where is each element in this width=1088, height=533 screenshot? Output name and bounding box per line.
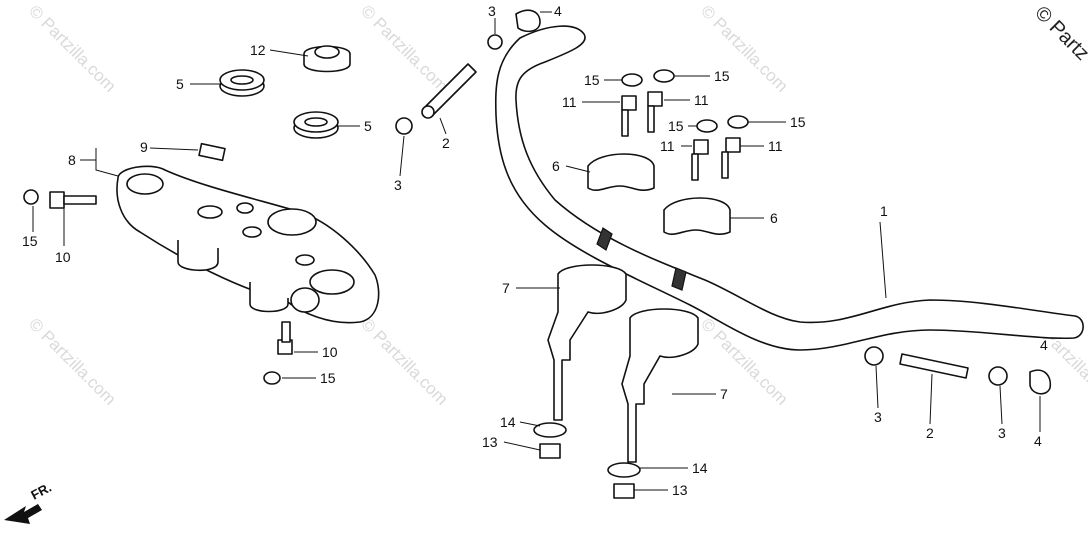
callout-1: 1 — [880, 203, 888, 219]
callout-15: 15 — [584, 72, 600, 88]
handlebar — [494, 25, 1084, 351]
callout-15: 15 — [320, 370, 336, 386]
callout-7: 7 — [502, 280, 510, 296]
callout-6: 6 — [770, 210, 778, 226]
callout-4: 4 — [1040, 337, 1048, 353]
direction-label: FR. — [28, 480, 54, 503]
lower-holder-rear — [547, 264, 627, 421]
identification-plate — [198, 142, 226, 162]
holder-bolts — [621, 69, 749, 181]
watermark: © Partzilla.com — [357, 314, 451, 408]
callout-11: 11 — [562, 94, 577, 110]
callout-5: 5 — [176, 76, 184, 92]
callout-15: 15 — [22, 233, 38, 249]
front-direction-indicator: FR. — [4, 480, 54, 524]
callout-9: 9 — [140, 139, 148, 155]
bolt-left — [23, 189, 97, 209]
watermark: © Partzilla.com — [697, 1, 791, 95]
callout-13: 13 — [672, 482, 688, 498]
callout-3: 3 — [998, 425, 1006, 441]
bolt-lower — [263, 321, 293, 385]
washers-nuts — [533, 422, 641, 499]
callout-11: 11 — [694, 92, 709, 108]
callout-3: 3 — [394, 177, 402, 193]
pin-upper — [395, 9, 541, 135]
callout-10: 10 — [322, 344, 338, 360]
callout-15: 15 — [714, 68, 730, 84]
callout-3: 3 — [488, 3, 496, 19]
dust-seal-lower — [293, 111, 339, 139]
callout-15: 15 — [668, 118, 684, 134]
steering-stem-nut — [303, 45, 351, 73]
callout-3: 3 — [874, 409, 882, 425]
callout-2: 2 — [442, 135, 450, 151]
callout-12: 12 — [250, 42, 266, 58]
callout-14: 14 — [500, 414, 516, 430]
watermark: © Partzilla.com — [25, 1, 119, 95]
callout-6: 6 — [552, 158, 560, 174]
callout-4: 4 — [1034, 433, 1042, 449]
callout-4: 4 — [554, 3, 562, 19]
callout-5: 5 — [364, 118, 372, 134]
callout-14: 14 — [692, 460, 708, 476]
leader-lines — [32, 11, 1041, 491]
callout-8: 8 — [68, 152, 76, 168]
callout-labels: 1 2 2 3 3 3 3 4 4 4 5 5 6 6 7 7 8 9 10 1… — [22, 3, 1048, 498]
top-bridge — [116, 165, 380, 324]
watermark: © Partzilla.com — [25, 314, 119, 408]
upper-holder-rear — [587, 153, 655, 192]
callout-11: 11 — [768, 138, 783, 154]
callout-15: 15 — [790, 114, 806, 130]
upper-holder-front — [663, 197, 731, 236]
watermark: © Partzilla.com — [357, 1, 451, 95]
callout-13: 13 — [482, 434, 498, 450]
callout-10: 10 — [55, 249, 71, 265]
corner-watermark: © Partz — [1030, 2, 1088, 65]
lower-holder-front — [621, 308, 699, 463]
callout-2: 2 — [926, 425, 934, 441]
callout-7: 7 — [720, 386, 728, 402]
callout-11: 11 — [660, 138, 675, 154]
front-arrow-icon — [4, 504, 42, 524]
pin-lower — [864, 346, 1052, 395]
dust-seal-upper — [219, 69, 265, 97]
